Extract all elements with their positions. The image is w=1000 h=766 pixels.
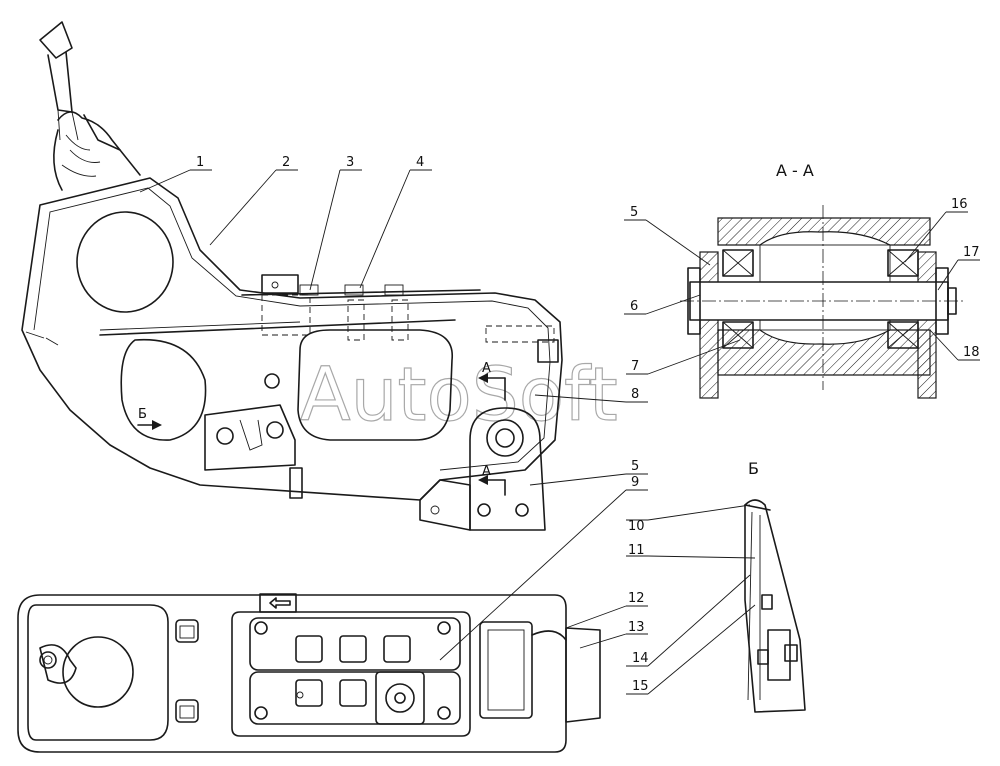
- callout-6: 6: [630, 299, 638, 314]
- section-aa-title: А - А: [776, 161, 814, 180]
- view-b: Б: [744, 459, 806, 713]
- view-marker-b: Б: [138, 407, 147, 422]
- pivot-bracket: [419, 407, 546, 531]
- callout-11: 11: [628, 543, 645, 558]
- callout-4: 4: [416, 155, 424, 170]
- callout-15: 15: [632, 679, 649, 694]
- opening-lower: [120, 338, 207, 441]
- callout-13: 13: [628, 620, 645, 635]
- section-aa: А - А: [680, 161, 965, 399]
- section-marker-a-upper: А: [482, 361, 491, 376]
- plan-view: [17, 593, 601, 753]
- watermark-text: AutoSoft: [300, 352, 618, 438]
- callout-8: 8: [631, 387, 639, 402]
- callout-2: 2: [282, 155, 290, 170]
- callout-12: 12: [628, 591, 645, 606]
- callout-9: 9: [631, 475, 639, 490]
- window-oval: [297, 329, 453, 441]
- callout-16: 16: [951, 197, 968, 212]
- callout-7: 7: [631, 359, 639, 374]
- callout-10: 10: [628, 519, 645, 534]
- view-b-title: Б: [748, 459, 759, 478]
- callout-5-aa: 5: [630, 205, 638, 220]
- lower-bracket: [204, 404, 296, 471]
- callout-5-main: 5: [631, 459, 639, 474]
- callout-1: 1: [196, 155, 204, 170]
- joystick-lever: [39, 21, 141, 191]
- callout-17: 17: [963, 245, 980, 260]
- side-view: А А Б: [21, 21, 563, 531]
- callout-14: 14: [632, 651, 649, 666]
- callouts: 1 2 3 4 5 6 7 8 5 9: [139, 155, 980, 695]
- opening-upper: [76, 211, 174, 313]
- callout-3: 3: [346, 155, 354, 170]
- section-marker-a-lower: А: [482, 464, 491, 479]
- callout-18: 18: [963, 345, 980, 360]
- housing-outline: [21, 177, 563, 501]
